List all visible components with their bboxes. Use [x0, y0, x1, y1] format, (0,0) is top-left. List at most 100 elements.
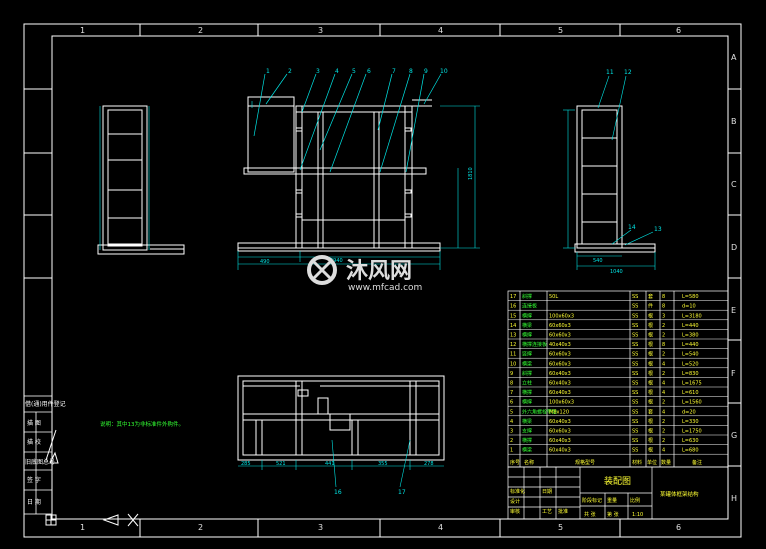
bom-cell-spec: 100x60x3: [549, 400, 574, 406]
dim-plan-5: 278: [424, 461, 434, 467]
balloon-8: 8: [409, 68, 413, 75]
bom-cell-mat: SS: [632, 294, 638, 300]
balloon-2: 2: [288, 68, 292, 75]
bom-cell-name: 横梁: [522, 418, 532, 425]
bom-cell-mat: SS: [632, 400, 638, 406]
bom-cell-qty: 2: [662, 400, 665, 406]
bom-cell-unit: 根: [648, 370, 653, 377]
zone-right-A: A: [731, 53, 737, 62]
bom-header-no: 序号: [510, 459, 520, 466]
balloon-7: 7: [392, 68, 396, 75]
bom-header-qty: 数量: [661, 459, 671, 466]
bom-cell-no: 3: [510, 429, 513, 435]
bom-cell-unit: 根: [648, 360, 653, 367]
bom-cell-note: L=830: [682, 371, 699, 377]
bom-cell-unit: 根: [648, 399, 653, 406]
watermark-url: www.mfcad.com: [348, 283, 422, 293]
bom-cell-no: 5: [510, 409, 513, 415]
bom-cell-note: L=540: [682, 352, 699, 358]
drawing-note: 说明：其中13为非标准件外购件。: [100, 420, 184, 428]
bom-cell-spec: 60x40x3: [549, 448, 571, 454]
bom-cell-qty: 8: [662, 304, 665, 310]
ucs-icon: [45, 429, 139, 527]
bom-cell-name: 横撑: [522, 332, 532, 339]
left-view-frame: [97, 105, 185, 255]
bom-cell-spec: 60x60x3: [549, 352, 571, 358]
bom-cell-name: 立柱: [522, 380, 532, 387]
bom-cell-spec: 60x40x3: [549, 438, 571, 444]
zone-right-C: C: [731, 180, 737, 189]
bom-cell-note: L=1560: [682, 400, 702, 406]
bom-cell-unit: 根: [648, 447, 653, 454]
bom-cell-note: d=20: [682, 409, 696, 415]
strip-label-3: 描 校: [27, 438, 41, 446]
bom-cell-note: L=3180: [682, 313, 702, 319]
dim-plan-4: 355: [378, 461, 388, 467]
zone-bottom-1: 1: [80, 523, 85, 532]
zone-top-5: 5: [558, 26, 563, 35]
bom-cell-mat: SS: [632, 371, 638, 377]
zone-labels: 1 2 3 4 5 6 1 2 3 4 5 6 A B C D E F G H: [80, 26, 737, 532]
bom-cell-mat: SS: [632, 333, 638, 339]
tb-scale-value: 1:10: [632, 512, 643, 518]
bom-cell-spec: 60x60x3: [549, 323, 571, 329]
balloon-6: 6: [367, 68, 371, 75]
strip-label-2: 描 图: [27, 419, 41, 427]
bom-cell-no: 11: [510, 352, 516, 358]
title-block-grid: [507, 466, 729, 520]
bom-cell-unit: 根: [648, 312, 653, 319]
bom-cell-note: L=610: [682, 390, 699, 396]
balloon-3: 3: [316, 68, 320, 75]
tb-label-weight: 重量: [607, 497, 617, 504]
drawing-frame: [23, 23, 742, 538]
front-view-frame: [237, 96, 441, 252]
bom-cell-qty: 4: [662, 409, 665, 415]
bom-cell-spec: 60x40x3: [549, 371, 571, 377]
bom-cell-mat: SS: [632, 304, 638, 310]
bom-cell-note: L=630: [682, 438, 699, 444]
bom-cell-name: 横撑: [522, 437, 532, 444]
bom-cell-qty: 8: [662, 294, 665, 300]
plan-dimensions: [238, 439, 444, 488]
bom-cell-mat: SS: [632, 342, 638, 348]
bom-cell-spec: 60x40x3: [549, 419, 571, 425]
bom-cell-name: 横撑: [522, 399, 532, 406]
bom-cell-mat: SS: [632, 409, 638, 415]
right-view-dimensions: [563, 75, 656, 270]
bom-cell-spec: 60x60x3: [549, 333, 571, 339]
bom-cell-no: 10: [510, 361, 516, 367]
tb-label-stage: 阶段标记: [582, 497, 602, 504]
bom-header-note: 备注: [692, 459, 702, 466]
zone-bottom-4: 4: [438, 523, 443, 532]
bom-cell-mat: SS: [632, 352, 638, 358]
bom-cell-unit: 根: [648, 341, 653, 348]
bom-cell-qty: 2: [662, 323, 665, 329]
zone-top-1: 1: [80, 26, 85, 35]
bom-cell-note: L=520: [682, 361, 699, 367]
zone-right-D: D: [731, 243, 737, 252]
bom-cell-qty: 2: [662, 419, 665, 425]
bom-cell-no: 4: [510, 419, 513, 425]
bom-cell-name: 斜撑: [522, 293, 532, 300]
zone-right-E: E: [731, 306, 736, 315]
bom-cell-no: 2: [510, 438, 513, 444]
bom-cell-note: L=1750: [682, 429, 702, 435]
bom-cell-qty: 2: [662, 438, 665, 444]
balloon-4: 4: [335, 68, 339, 75]
dim-front-width: 3940: [330, 258, 343, 264]
tb-label-date: 日期: [542, 489, 552, 495]
bom-cell-qty: 4: [662, 390, 665, 396]
bom-cell-spec: 60x40x3: [549, 390, 571, 396]
bom-cell-name: 外六角螺栓带垫: [522, 408, 557, 415]
balloon-11: 11: [606, 69, 614, 76]
strip-label-1: 借(通)用件登记: [25, 400, 66, 408]
zone-right-H: H: [731, 494, 737, 503]
zone-bottom-5: 5: [558, 523, 563, 532]
